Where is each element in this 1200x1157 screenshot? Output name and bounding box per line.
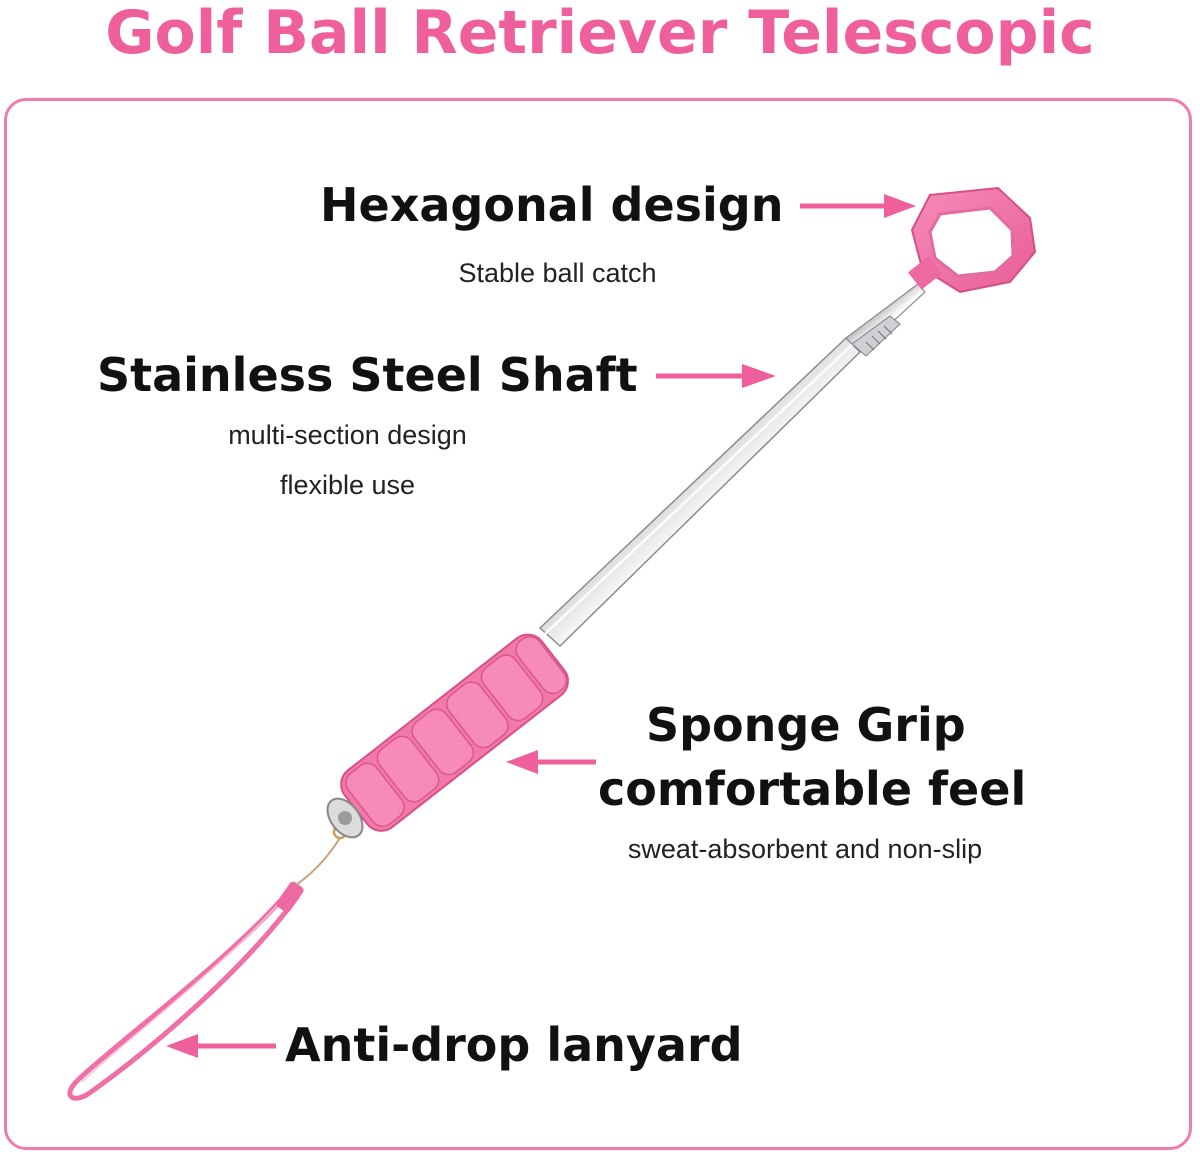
- end-cap: [326, 797, 364, 839]
- hexagonal-design-sub: Stable ball catch: [458, 258, 657, 288]
- sponge-grip: [340, 633, 569, 832]
- arrow-right-icon: [656, 364, 776, 388]
- page-title: Golf Ball Retriever Telescopic: [105, 0, 1095, 68]
- lanyard-heading: Anti-drop lanyard: [285, 1018, 743, 1072]
- arrow-left-icon: [506, 750, 596, 774]
- sponge-grip-heading-2: comfortable feel: [598, 762, 1027, 816]
- arrow-right-icon: [800, 194, 916, 218]
- arrow-left-icon: [166, 1034, 276, 1058]
- hexagonal-design-heading: Hexagonal design: [320, 178, 784, 232]
- steel-shaft-sub-2: flexible use: [279, 470, 416, 500]
- steel-shaft: [538, 283, 926, 648]
- steel-shaft-heading: Stainless Steel Shaft: [97, 348, 638, 402]
- sponge-grip-sub: sweat-absorbent and non-slip: [627, 834, 983, 864]
- steel-shaft-sub-1: multi-section design: [228, 420, 467, 450]
- lanyard: [67, 824, 348, 1101]
- octagonal-head: [907, 186, 1037, 294]
- content-frame: [4, 98, 1192, 1150]
- sponge-grip-heading: Sponge Grip: [646, 698, 966, 752]
